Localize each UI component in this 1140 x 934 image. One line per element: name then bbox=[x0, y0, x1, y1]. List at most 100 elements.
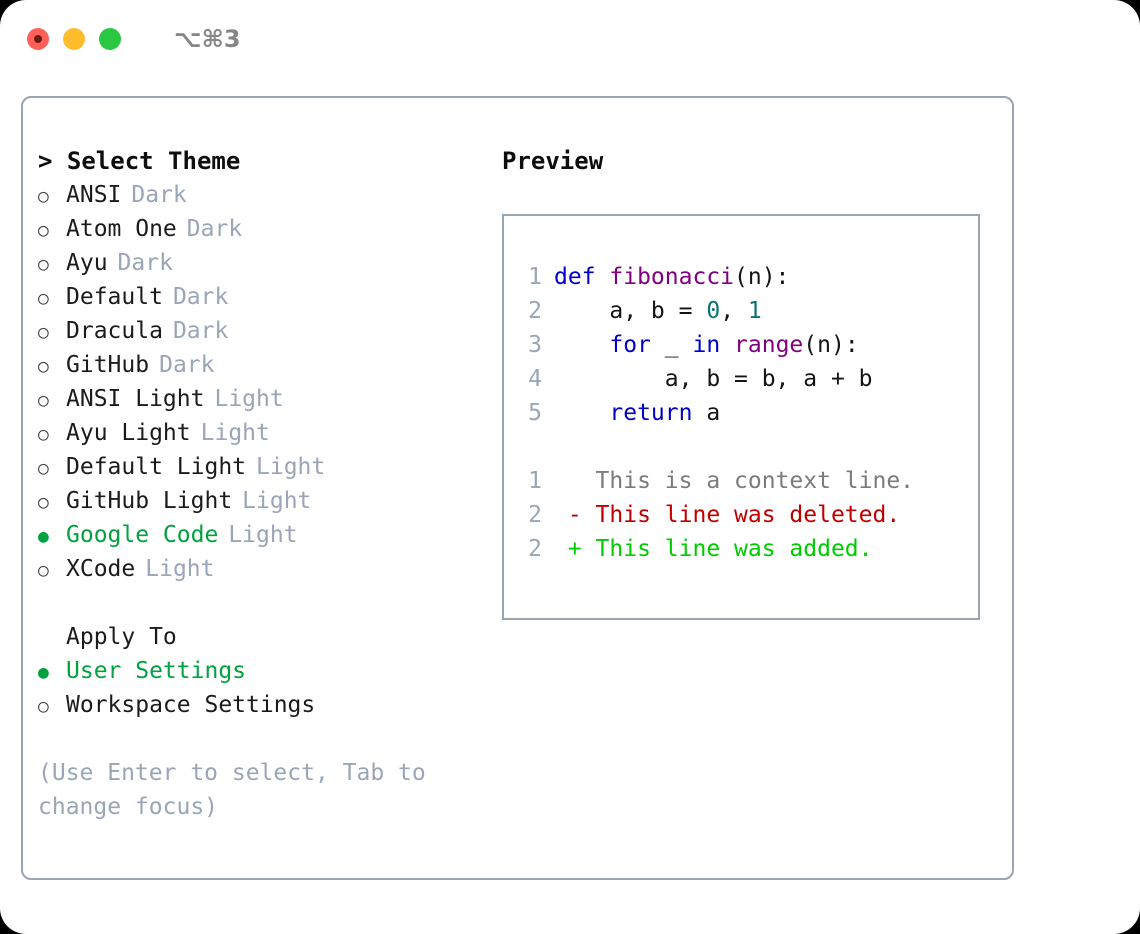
apply-to-option[interactable]: ○ Workspace Settings bbox=[38, 688, 488, 722]
close-button[interactable] bbox=[27, 28, 49, 50]
theme-option-name: ANSI bbox=[66, 182, 122, 208]
theme-option-name: Default Light bbox=[66, 454, 247, 480]
code-token-pl: , bbox=[720, 298, 748, 324]
theme-option-category: Dark bbox=[131, 182, 187, 208]
theme-option[interactable]: ○ ANSI Light Light bbox=[38, 382, 488, 416]
theme-option-category: Light bbox=[256, 454, 326, 480]
radio-unselected-icon[interactable]: ○ bbox=[38, 696, 49, 717]
code-token-kw: def bbox=[554, 264, 610, 290]
code-token-pl bbox=[720, 332, 734, 358]
theme-option-category: Dark bbox=[172, 284, 229, 310]
theme-option-category: Light bbox=[145, 556, 215, 582]
theme-option-name: ANSI Light bbox=[66, 386, 205, 412]
radio-unselected-icon[interactable]: ○ bbox=[38, 492, 49, 513]
diff-line-text: This is a context line. bbox=[554, 468, 915, 494]
theme-option[interactable]: ○ ANSI Dark bbox=[38, 178, 488, 212]
theme-option-name: GitHub bbox=[66, 352, 150, 378]
code-token-kw: return bbox=[609, 400, 693, 426]
code-token-num: 0 bbox=[706, 298, 721, 324]
window-controls bbox=[27, 28, 121, 50]
radio-unselected-icon[interactable]: ○ bbox=[38, 288, 49, 309]
theme-option[interactable]: ○ GitHub Light Light bbox=[38, 484, 488, 518]
theme-option-name: Dracula bbox=[66, 318, 163, 344]
apply-to-heading-row: Apply To bbox=[38, 620, 488, 654]
theme-option-name: Default bbox=[66, 284, 163, 310]
line-number: 1 bbox=[528, 264, 542, 290]
code-token-pl: a, b = bbox=[554, 298, 707, 324]
code-token-pl: (n): bbox=[734, 264, 790, 290]
theme-option[interactable]: ○ Atom One Dark bbox=[38, 212, 488, 246]
theme-option-name: Ayu bbox=[66, 250, 108, 276]
minimize-button[interactable] bbox=[63, 28, 85, 50]
theme-option[interactable]: ○ Ayu Dark bbox=[38, 246, 488, 280]
theme-option-category: Light bbox=[242, 488, 312, 514]
line-number: 4 bbox=[528, 366, 542, 392]
theme-option-category: Light bbox=[214, 386, 284, 412]
apply-to-heading: Apply To bbox=[66, 624, 177, 650]
keyboard-shortcut-label: ⌥⌘3 bbox=[174, 25, 241, 53]
radio-unselected-icon[interactable]: ○ bbox=[38, 322, 49, 343]
theme-option[interactable]: ○ Default Light Light bbox=[38, 450, 488, 484]
code-line-source: for _ in range(n): bbox=[554, 328, 859, 362]
maximize-button[interactable] bbox=[99, 28, 121, 50]
line-number: 3 bbox=[528, 332, 542, 358]
theme-option[interactable]: ○ Dracula Dark bbox=[38, 314, 488, 348]
radio-unselected-icon[interactable]: ○ bbox=[38, 424, 49, 445]
theme-option-name: Atom One bbox=[66, 216, 177, 242]
theme-option-category: Light bbox=[200, 420, 270, 446]
code-line: 5 return a bbox=[518, 396, 914, 430]
radio-unselected-icon[interactable]: ○ bbox=[38, 390, 49, 411]
code-line: 4 a, b = b, a + b bbox=[518, 362, 914, 396]
radio-unselected-icon[interactable]: ○ bbox=[38, 560, 49, 581]
line-number: 2 bbox=[528, 298, 542, 324]
code-line: 1 def fibonacci(n): bbox=[518, 260, 914, 294]
theme-option-category: Dark bbox=[186, 216, 243, 242]
apply-to-option[interactable]: ● User Settings bbox=[38, 654, 488, 688]
radio-selected-icon[interactable]: ● bbox=[38, 526, 49, 547]
code-token-pl bbox=[554, 400, 609, 426]
radio-selected-icon[interactable]: ● bbox=[38, 662, 49, 683]
theme-option-name: GitHub Light bbox=[66, 488, 233, 514]
radio-unselected-icon[interactable]: ○ bbox=[38, 186, 49, 207]
theme-option-category: Dark bbox=[172, 318, 229, 344]
code-line-source: a, b = 0, 1 bbox=[554, 294, 761, 328]
apply-to-list[interactable]: ● User Settings ○ Workspace Settings bbox=[38, 654, 488, 722]
code-token-pl: a, b = b, a + b bbox=[554, 366, 873, 392]
theme-option-category: Dark bbox=[117, 250, 173, 276]
code-line-source: def fibonacci(n): bbox=[554, 260, 789, 294]
code-line: 3 for _ in range(n): bbox=[518, 328, 914, 362]
diff-line-text: + This line was added. bbox=[554, 536, 873, 562]
list-spacer bbox=[38, 586, 488, 620]
radio-unselected-icon[interactable]: ○ bbox=[38, 458, 49, 479]
code-line-source: a, b = b, a + b bbox=[554, 362, 873, 396]
theme-option[interactable]: ○ Ayu Light Light bbox=[38, 416, 488, 450]
radio-unselected-icon[interactable]: ○ bbox=[38, 254, 49, 275]
apply-to-option-label: Workspace Settings bbox=[66, 692, 316, 718]
code-token-fn: range bbox=[734, 332, 804, 358]
theme-option[interactable]: ○ Default Dark bbox=[38, 280, 488, 314]
diff-line-text: - This line was deleted. bbox=[554, 502, 901, 528]
line-number: 5 bbox=[528, 400, 542, 426]
code-token-pl: a bbox=[692, 400, 721, 426]
radio-unselected-icon[interactable]: ○ bbox=[38, 220, 49, 241]
radio-unselected-icon[interactable]: ○ bbox=[38, 356, 49, 377]
theme-option-name: Ayu Light bbox=[66, 420, 191, 446]
diff-line: 1 This is a context line. bbox=[518, 464, 914, 498]
diff-line: 2 + This line was added. bbox=[518, 532, 914, 566]
diff-line: 2 - This line was deleted. bbox=[518, 498, 914, 532]
theme-option-name: Google Code bbox=[66, 522, 219, 548]
apply-to-option-label: User Settings bbox=[66, 658, 247, 684]
line-number: 2 bbox=[528, 502, 542, 528]
code-token-pl: (n): bbox=[803, 332, 859, 358]
code-token-kw: in bbox=[692, 332, 721, 358]
code-token-pl bbox=[554, 332, 609, 358]
